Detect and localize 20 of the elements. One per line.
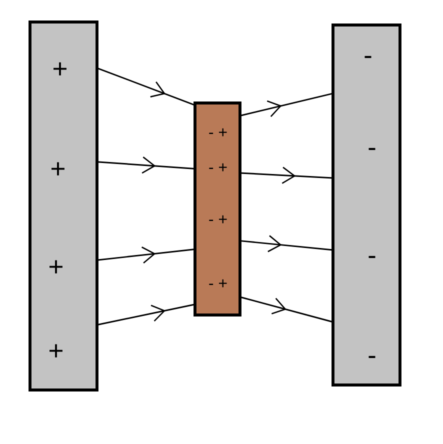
field-line <box>240 235 334 252</box>
charge-sign: + <box>52 162 64 176</box>
charge-sign: - <box>368 148 376 150</box>
charge-sign: - + <box>209 215 227 224</box>
charge-sign: + <box>54 62 66 76</box>
field-line <box>96 246 196 264</box>
charge-sign: - <box>368 256 376 258</box>
field-line <box>96 67 196 106</box>
field-line <box>96 304 196 326</box>
charge-sign: + <box>50 344 62 358</box>
charge-sign: - <box>368 356 376 358</box>
field-line <box>240 166 334 184</box>
charge-sign: - + <box>209 279 227 288</box>
charge-sign: - + <box>209 128 227 136</box>
field-line <box>96 156 196 174</box>
charge-sign: + <box>50 260 62 274</box>
field-line <box>240 296 334 323</box>
charge-sign: - <box>364 56 372 58</box>
charge-sign: - + <box>209 163 227 172</box>
field-line <box>240 92 334 117</box>
